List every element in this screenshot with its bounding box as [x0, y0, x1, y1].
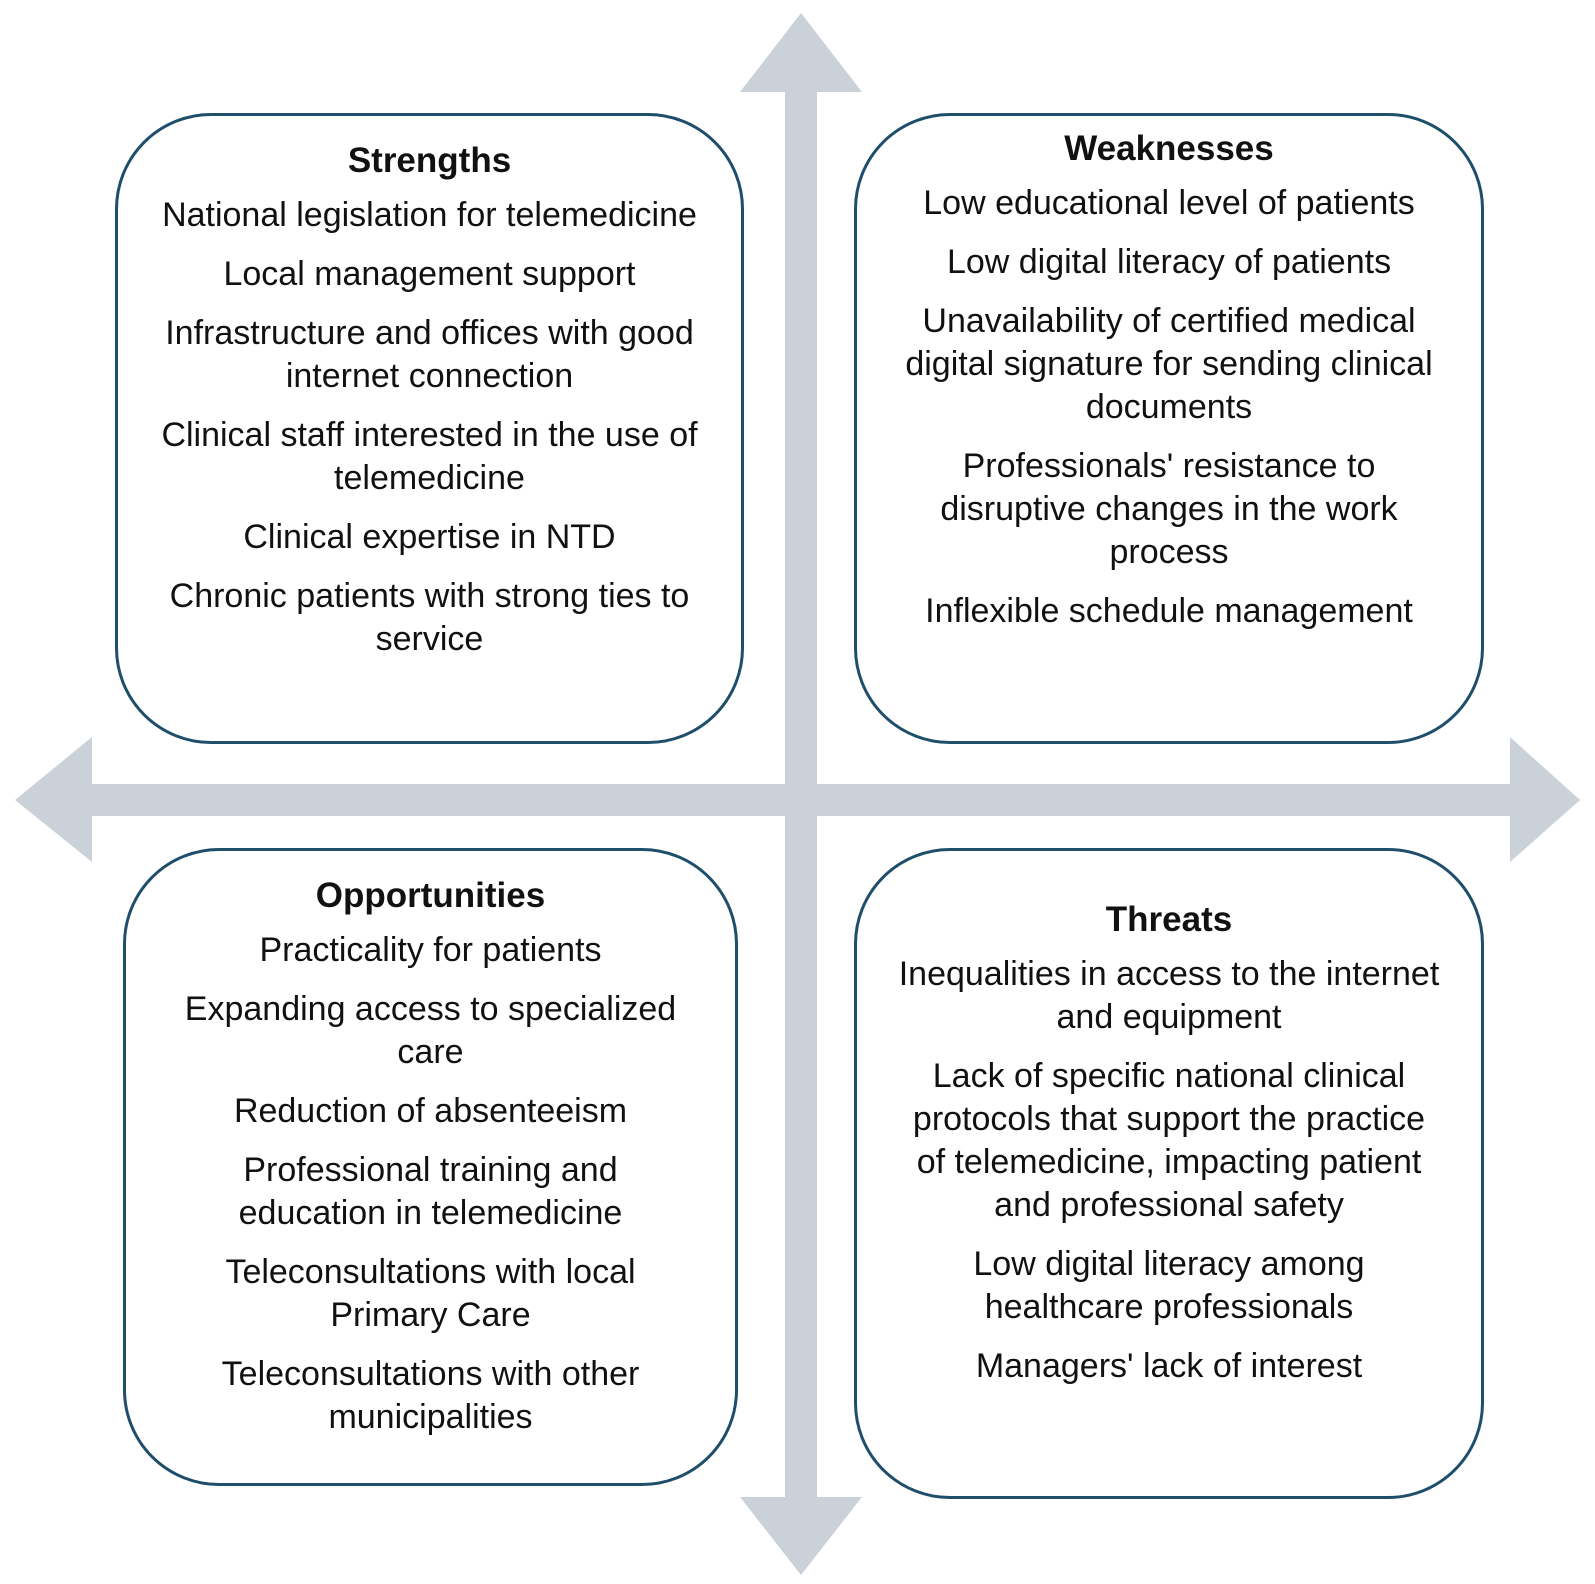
- opportunities-item: Teleconsultations with other municipalit…: [221, 1355, 640, 1436]
- strengths-title: Strengths: [347, 141, 512, 180]
- opportunities-item: Expanding access to specialized care: [184, 990, 677, 1071]
- left-arrowhead: [15, 737, 92, 862]
- threats-item: Low digital literacy among healthcare pr…: [973, 1245, 1365, 1326]
- threats-list: Inequalities in access to the internet a…: [897, 953, 1441, 1388]
- horizontal-axis-shaft: [85, 784, 1510, 816]
- strengths-item: Clinical staff interested in the use of …: [161, 416, 698, 497]
- opportunities-box: Opportunities Practicality for patients …: [123, 848, 738, 1486]
- strengths-list: National legislation for telemedicine Lo…: [158, 194, 701, 661]
- right-arrowhead: [1510, 737, 1580, 862]
- strengths-item: Local management support: [223, 255, 636, 293]
- weaknesses-item: Unavailability of certified medical digi…: [905, 302, 1433, 426]
- threats-item: Inequalities in access to the internet a…: [898, 955, 1440, 1036]
- threats-item: Managers' lack of interest: [975, 1347, 1363, 1385]
- weaknesses-item: Low digital literacy of patients: [946, 243, 1392, 281]
- opportunities-item: Practicality for patients: [259, 931, 602, 969]
- weaknesses-title: Weaknesses: [1064, 129, 1274, 168]
- strengths-item: Chronic patients with strong ties to ser…: [169, 577, 690, 658]
- strengths-box: Strengths National legislation for telem…: [115, 113, 744, 744]
- up-arrowhead: [740, 13, 862, 92]
- opportunities-title: Opportunities: [315, 876, 546, 915]
- weaknesses-item: Inflexible schedule management: [925, 592, 1413, 630]
- weaknesses-item: Professionals' resistance to disruptive …: [940, 447, 1398, 571]
- opportunities-item: Teleconsultations with local Primary Car…: [225, 1253, 636, 1334]
- down-arrowhead: [740, 1497, 862, 1575]
- strengths-item: Infrastructure and offices with good int…: [165, 314, 694, 395]
- threats-item: Lack of specific national clinical proto…: [912, 1057, 1426, 1224]
- opportunities-list: Practicality for patients Expanding acce…: [166, 929, 695, 1439]
- weaknesses-box: Weaknesses Low educational level of pati…: [854, 113, 1484, 744]
- threats-box: Threats Inequalities in access to the in…: [854, 848, 1484, 1499]
- opportunities-item: Professional training and education in t…: [238, 1151, 623, 1232]
- opportunities-item: Reduction of absenteeism: [233, 1092, 628, 1130]
- strengths-item: National legislation for telemedicine: [162, 196, 697, 234]
- weaknesses-list: Low educational level of patients Low di…: [897, 182, 1441, 633]
- weaknesses-item: Low educational level of patients: [923, 184, 1415, 222]
- strengths-item: Clinical expertise in NTD: [243, 518, 616, 556]
- threats-title: Threats: [1105, 900, 1233, 939]
